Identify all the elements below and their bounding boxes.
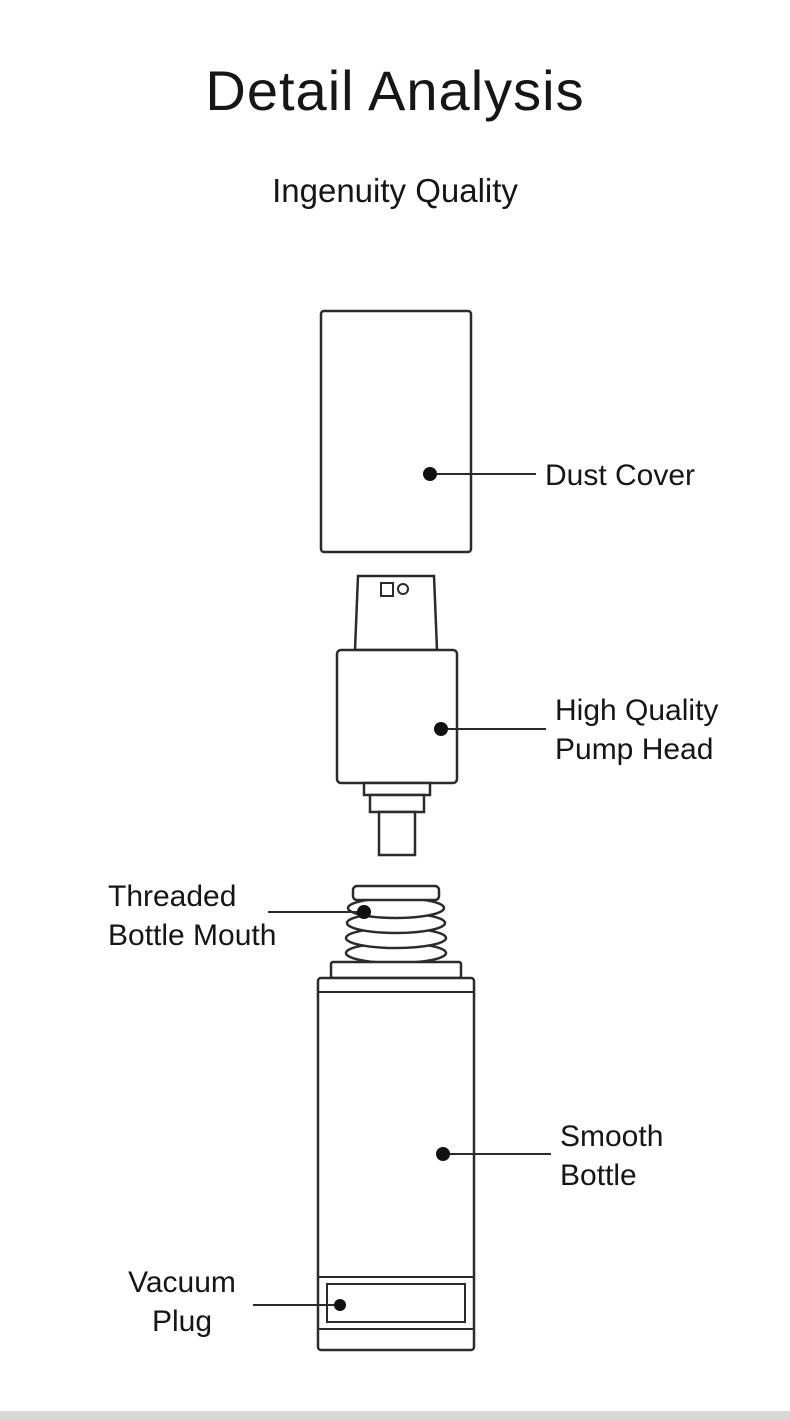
pump-actuator-detail-circle [397, 583, 409, 595]
callout-dust-cover: Dust Cover [545, 456, 695, 495]
dust-cover-shape [319, 309, 473, 554]
vacuum-plug-dot [334, 1299, 346, 1311]
dust-cover-dot [423, 467, 437, 481]
callout-pump-head: High Quality Pump Head [555, 691, 718, 769]
callout-vacuum-plug-line2: Plug [151, 1305, 213, 1338]
page-subtitle: Ingenuity Quality [272, 172, 518, 209]
callout-vacuum-plug-line1: Vacuum [128, 1266, 236, 1299]
threaded-mouth-dot [357, 905, 371, 919]
pump-head-body-shape [335, 648, 459, 785]
page-title: Detail Analysis [205, 59, 585, 122]
smooth-bottle-dot [436, 1147, 450, 1161]
pump-stem-shape [377, 810, 417, 857]
pump-actuator-shape [353, 574, 439, 652]
mouth-rim-shape [351, 884, 441, 902]
callout-threaded-mouth-line1: Threaded [108, 880, 237, 913]
callout-vacuum-plug: Vacuum Plug [102, 1263, 262, 1341]
callout-smooth-bottle-line1: Smooth [560, 1120, 664, 1153]
callout-smooth-bottle: Smooth Bottle [560, 1117, 663, 1195]
neck-collar-shape [329, 960, 463, 980]
pump-head-dot [434, 722, 448, 736]
callout-smooth-bottle-line2: Bottle [560, 1159, 637, 1192]
callout-pump-head-line2: Pump Head [555, 733, 714, 766]
callout-threaded-mouth-line2: Bottle Mouth [108, 919, 277, 952]
pump-flange-shape [362, 781, 432, 797]
pump-actuator-detail-rect [380, 582, 394, 597]
footer-divider-bar [0, 1411, 790, 1420]
vacuum-plug-inner-shape [326, 1283, 466, 1323]
callout-threaded-mouth: Threaded Bottle Mouth [108, 877, 276, 955]
callout-dust-cover-line1: Dust Cover [545, 459, 696, 492]
pump-collar-shape [368, 793, 426, 814]
bottle-body-shape [316, 976, 476, 1352]
callout-pump-head-line1: High Quality [555, 694, 719, 727]
